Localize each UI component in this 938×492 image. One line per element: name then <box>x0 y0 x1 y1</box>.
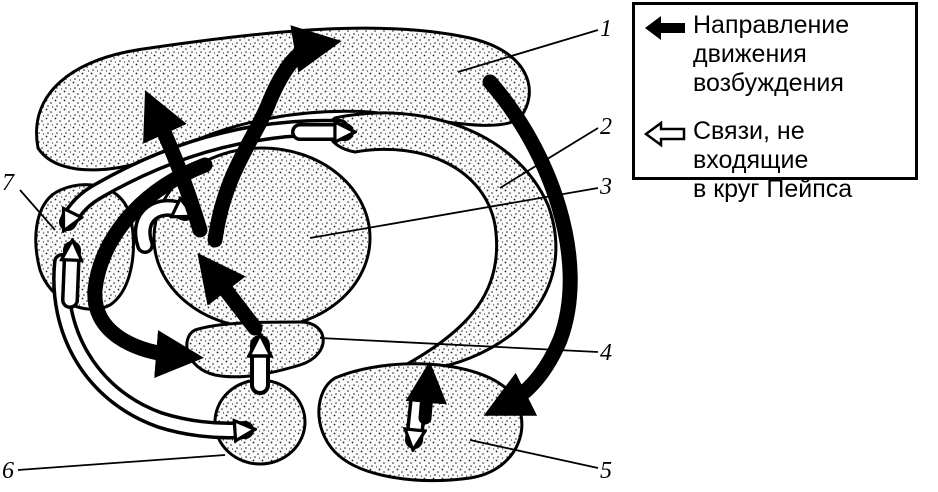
label-3: 3 <box>599 174 612 200</box>
label-2: 2 <box>600 114 612 140</box>
label-5: 5 <box>600 458 612 484</box>
solid-arrow-icon <box>645 16 685 40</box>
black-arrow-double-in-5 <box>405 361 448 425</box>
label-1: 1 <box>600 16 612 42</box>
hollow-arrows-group <box>52 118 418 440</box>
black-arrow-fornix-to-mamillary <box>87 157 213 378</box>
label-7: 7 <box>2 170 15 196</box>
black-arrows-group <box>87 25 578 425</box>
legend-label-other-links: Связи, не входящие в круг Пейпса <box>693 117 853 203</box>
black-arrow-cingulate-to-hippocampus <box>482 74 578 416</box>
legend-label-excitation: Направление движения возбуждения <box>693 11 850 97</box>
legend-item-other-links: Связи, не входящие в круг Пейпса <box>643 117 925 204</box>
label-6: 6 <box>2 458 14 484</box>
leader-lines <box>17 29 599 471</box>
black-arrow-thalamus-to-cortex-right <box>207 25 342 248</box>
black-arrow-thalamus-to-cortex-left <box>143 90 208 238</box>
label-4: 4 <box>600 340 612 366</box>
legend-item-excitation: Направление движения возбуждения <box>643 11 925 98</box>
legend: Направление движения возбуждения Связи, … <box>632 2 918 203</box>
hollow-arrow-icon <box>643 120 686 148</box>
black-arrow-mamillary-to-thalamus <box>197 252 263 336</box>
